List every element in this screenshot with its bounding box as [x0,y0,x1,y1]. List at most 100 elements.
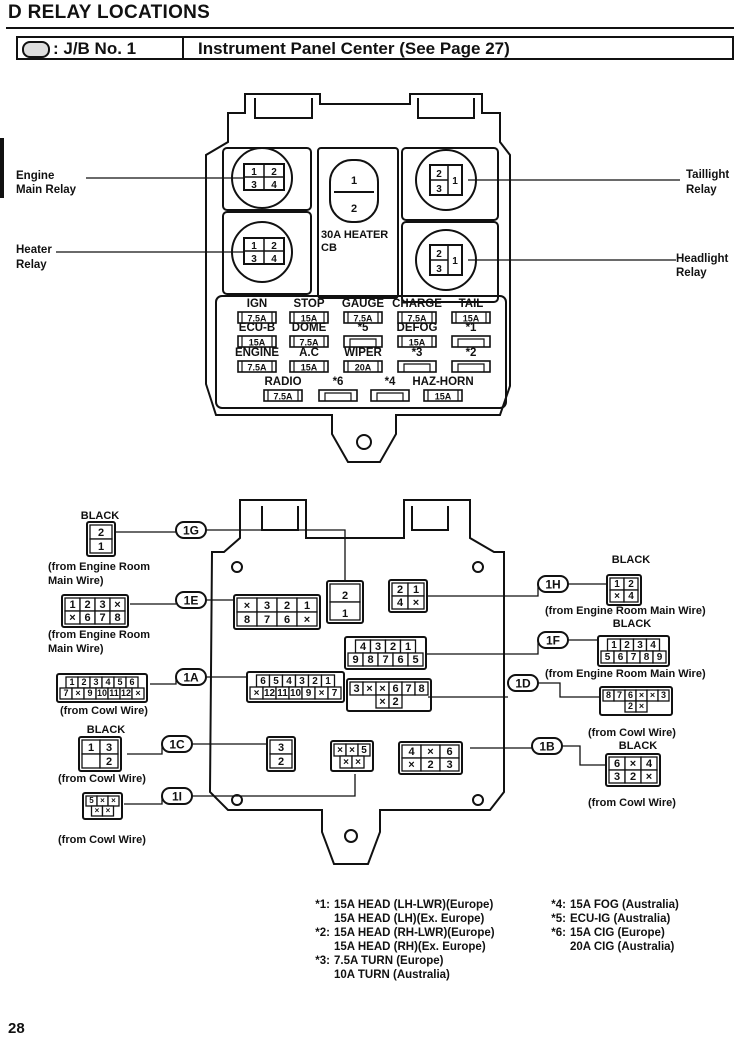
footnote-text: 20A CIG (Australia) [570,941,675,953]
pin-label: × [254,688,260,699]
wire-color-label: BLACK [619,740,658,752]
pin-label: 2 [628,701,633,711]
pin-label: 6 [446,746,452,758]
footnote-text: 10A TURN (Australia) [334,969,450,981]
fuse-slot [397,360,437,373]
page-number: 28 [8,1020,25,1037]
pin-label: 6 [628,690,633,700]
pin-label: 2 [628,579,634,590]
fuse-name: *1 [466,322,477,334]
pin-label: 3 [637,640,643,651]
pin-label: 1 [351,175,357,187]
wire-color-label: BLACK [613,618,652,630]
pin-label: 9 [352,654,358,666]
pin-label: × [343,757,349,768]
pin-label: × [75,688,80,698]
top-leader-lines [56,177,680,261]
pin-label: × [304,614,310,626]
fuse-amp: 7.5A [407,314,427,324]
footnote-line: *1:15A HEAD (LH-LWR)(Europe) [308,898,495,912]
connector-code: 1E [184,594,199,608]
fuse-name: IGN [247,298,267,310]
fuse-name: *2 [466,347,477,359]
pin-label: 2 [436,169,442,180]
pin-label: × [379,683,385,695]
wire-source-label: Main Wire) [48,575,104,587]
pin-label: 6 [614,758,620,770]
fuse-amp: 15A [435,392,452,402]
fuse-slot [451,360,491,373]
footnote-line: *6:15A CIG (Europe) [544,926,679,940]
pin-label: 7 [382,654,388,666]
footnote-key: *6: [551,927,566,939]
pin-label: 6 [260,676,266,687]
pin-label: 7 [63,688,68,698]
taillight-relay-socket: 2 1 3 [415,149,477,211]
fuse-slot [343,311,383,324]
pin-label: 4 [628,591,634,602]
pin-label: 1 [405,641,411,653]
pin-label: 11 [277,688,288,699]
pin-label: 6 [84,612,90,624]
pin-label: 3 [614,771,620,783]
pin-label: 8 [114,612,120,624]
fuse-name: *4 [385,376,396,388]
pin-label: 4 [408,746,415,758]
pin-label: 4 [105,677,110,687]
leader-line [415,584,539,597]
fuse-amp: 7.5A [299,338,319,348]
leader-line [124,796,163,805]
pin-label: 1 [69,599,75,611]
pin-label: 8 [644,652,650,663]
pin-label: × [135,688,140,698]
fuse-name: GAUGE [342,298,385,310]
engine-main-relay-socket: 1 2 3 4 [231,147,293,209]
pin-label: 2 [98,527,104,539]
leader-line [127,744,163,755]
pin-label: 6 [284,614,290,626]
fuse-amp: 15A [409,338,426,348]
cb-label: 30A HEATER [321,229,388,241]
fuse-slot [343,335,383,348]
jb-title-bar: : J/B No. 1 Instrument Panel Center (See… [16,36,734,60]
pin-label: × [100,796,105,805]
connector-code: 1F [546,634,560,648]
pin-label: 3 [299,676,305,687]
pin-label: × [95,806,100,815]
fuse-amp: 7.5A [273,392,293,402]
connector-code-badge: 1D [507,674,539,692]
pin-label: 2 [84,599,90,611]
pin-label: 7 [264,614,270,626]
pin-label: 6 [397,654,403,666]
fuse-slot [318,389,358,402]
fuse-name: *3 [412,347,423,359]
fuse-name: *6 [333,376,344,388]
pin-label: 2 [436,249,442,260]
fuse-slot [451,311,491,324]
pin-label: 1 [452,256,458,267]
pin-label: 2 [427,759,433,771]
pin-label: 8 [606,690,611,700]
pin-label: × [244,600,250,612]
pin-label: 7 [332,688,338,699]
pin-label: 5 [273,676,279,687]
top-callouts: Engine Main Relay Heater Relay Taillight… [16,169,729,279]
connector-code: 1A [183,671,199,685]
pin-label: × [319,688,325,699]
wire-source-label: (from Engine Room [48,561,150,573]
pin-label: 2 [392,696,398,708]
wire-source-label: Main Wire) [48,643,104,655]
pin-label: × [106,806,111,815]
pin-label: 3 [436,184,442,195]
pin-label: 2 [351,203,357,215]
fuse-slot [397,311,437,324]
pin-label: × [408,759,414,771]
pin-label: 1 [614,579,620,590]
connector-code: 1I [172,790,182,804]
connector-code-badge: 1B [531,737,563,755]
pin-label: 1 [69,677,74,687]
fuse-slot [397,335,437,348]
